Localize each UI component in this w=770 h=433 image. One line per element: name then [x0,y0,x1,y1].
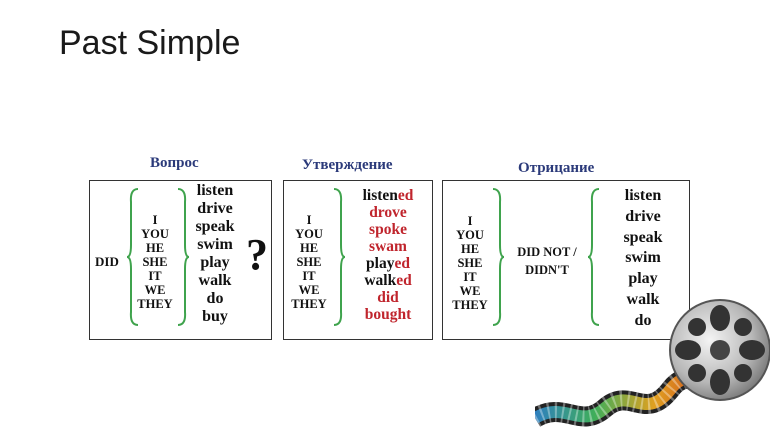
pronoun: WE [144,283,166,297]
pronoun: HE [460,242,480,256]
verb: speak [195,218,235,235]
pronoun: YOU [456,228,484,242]
pronoun: SHE [142,255,168,269]
verb: drive [625,207,661,225]
question-pronoun-list: I YOU HE SHE IT WE THEY [134,213,176,311]
verb: swam [369,238,407,255]
pronoun: HE [299,241,319,255]
film-reel-icon [535,299,770,427]
pronoun: WE [298,283,320,297]
affirmative-heading: Утверждение [302,157,393,173]
negative-left-brace [492,188,505,326]
pronoun: IT [463,270,477,284]
verb: swim [197,236,233,253]
pronoun: THEY [137,297,173,311]
negative-aux-short: DIDN'T [525,263,569,277]
verb: bought [364,306,412,323]
verb: played [366,255,410,272]
question-verb-list: listen drive speak swim play walk do buy [190,182,240,326]
verb: buy [202,308,228,325]
verb: drove [369,204,407,221]
negative-verb-list: listen drive speak swim play walk do [611,186,675,332]
pronoun: THEY [291,297,327,311]
pronoun: I [467,214,473,228]
pronoun: IT [302,269,316,283]
question-left-brace [126,188,139,326]
pronoun: I [152,213,158,227]
affirmative-verb-list: listened drove spoke swam played walked … [352,187,424,323]
verb: swim [625,249,661,267]
verb: speak [623,228,663,246]
negative-aux: DID NOT / DIDN'T [507,243,587,279]
pronoun: SHE [457,256,483,270]
affirmative-brace [333,188,346,326]
question-heading: Вопрос [150,155,199,171]
verb: did [377,289,399,306]
question-mark: ? [246,230,268,279]
negative-aux-full: DID NOT / [517,245,577,259]
negative-pronoun-list: I YOU HE SHE IT WE THEY [449,214,491,312]
negative-heading: Отрицание [518,160,595,176]
verb: listen [196,182,234,199]
verb: walk [626,290,660,308]
pronoun: IT [148,269,162,283]
pronoun: WE [459,284,481,298]
negative-right-brace [587,188,600,326]
question-aux: DID [95,254,119,269]
verb: walked [364,272,412,289]
affirmative-pronoun-list: I YOU HE SHE IT WE THEY [288,213,330,311]
verb: spoke [369,221,407,238]
pronoun: THEY [452,298,488,312]
verb: drive [197,200,233,217]
pronoun: HE [145,241,165,255]
verb: play [628,270,658,288]
verb: walk [198,272,232,289]
verb: play [200,254,230,271]
negative-box: I YOU HE SHE IT WE THEY DID NOT / DIDN'T… [442,180,690,340]
question-box: DID I YOU HE SHE IT WE THEY listen drive… [89,180,272,340]
pronoun: YOU [295,227,323,241]
slide-title: Past Simple [59,24,241,62]
verb: listen [624,187,662,204]
pronoun: I [306,213,312,227]
verb: do [206,290,224,307]
question-right-brace [177,188,190,326]
verb: do [634,311,652,329]
affirmative-box: I YOU HE SHE IT WE THEY listened drove s… [283,180,433,340]
pronoun: YOU [141,227,169,241]
verb: listened [362,187,414,204]
pronoun: SHE [296,255,322,269]
